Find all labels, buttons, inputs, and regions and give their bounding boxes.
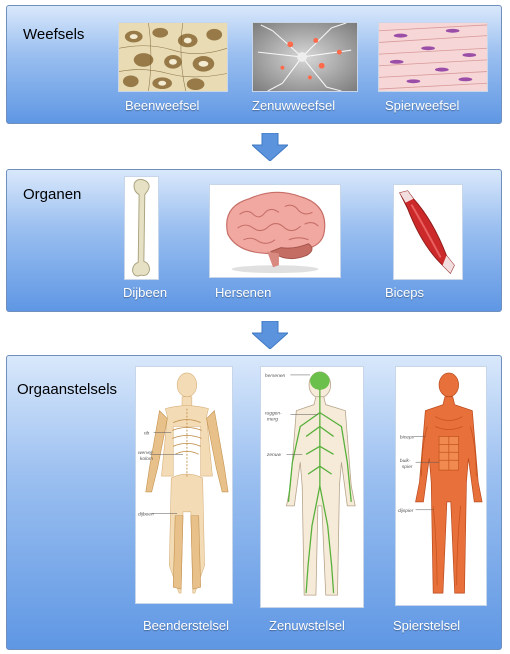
muscular-annotation-biceps: biceps <box>400 434 415 440</box>
bone-tissue-caption: Beenweefsel <box>125 98 200 113</box>
skeleton-annotation-rib: rib <box>144 430 150 436</box>
organs-panel: Organen Dijbeen Hersenen <box>6 169 502 312</box>
organ-systems-panel: Orgaanstelsels <box>6 355 502 650</box>
nervous-annotation-spinal-2: merg <box>267 417 278 423</box>
down-arrow-icon <box>250 320 290 350</box>
down-arrow-icon <box>250 132 290 162</box>
muscle-tissue-caption: Spierweefsel <box>385 98 460 113</box>
biceps-image <box>393 184 463 280</box>
muscle-tissue-image <box>378 22 488 92</box>
brain-caption: Hersenen <box>215 285 272 300</box>
nerve-tissue-caption: Zenuwweefsel <box>252 98 336 113</box>
muscular-annotation-abdominal-2: spier <box>402 464 413 470</box>
biceps-caption: Biceps <box>385 285 425 300</box>
femur-caption: Dijbeen <box>123 285 168 300</box>
muscular-annotation-thigh: dijspier <box>398 508 414 514</box>
muscular-annotation-abdominal-1: buik- <box>400 458 411 464</box>
tissues-title: Weefsels <box>23 26 85 43</box>
muscular-system-caption: Spierstelsel <box>393 618 461 633</box>
skeletal-system-caption: Beenderstelsel <box>143 618 229 633</box>
skeleton-annotation-spine-2: kolom <box>140 456 153 462</box>
brain-image <box>209 184 341 278</box>
organs-title: Organen <box>23 186 82 203</box>
nervous-annotation-nerve: zenuw <box>266 453 282 458</box>
bone-tissue-image <box>118 22 228 92</box>
nervous-annotation-brain: hersenen <box>265 373 286 379</box>
skeleton-annotation-spine-1: wervel- <box>138 450 154 456</box>
nervous-annotation-spinal-1: ruggen- <box>265 411 282 417</box>
organ-systems-title: Orgaanstelsels <box>17 381 118 398</box>
femur-image <box>124 176 159 280</box>
skeleton-image: rib wervel- kolom dijbeen <box>135 366 233 604</box>
nerve-tissue-image <box>252 22 358 92</box>
skeleton-annotation-femur: dijbeen <box>138 512 154 518</box>
tissues-panel: Weefsels Beenweefsel <box>6 5 502 124</box>
nervous-system-image: hersenen ruggen- merg zenuw <box>260 366 364 608</box>
nervous-system-caption: Zenuwstelsel <box>269 618 345 633</box>
muscular-system-image: biceps buik- spier dijspier <box>395 366 487 606</box>
